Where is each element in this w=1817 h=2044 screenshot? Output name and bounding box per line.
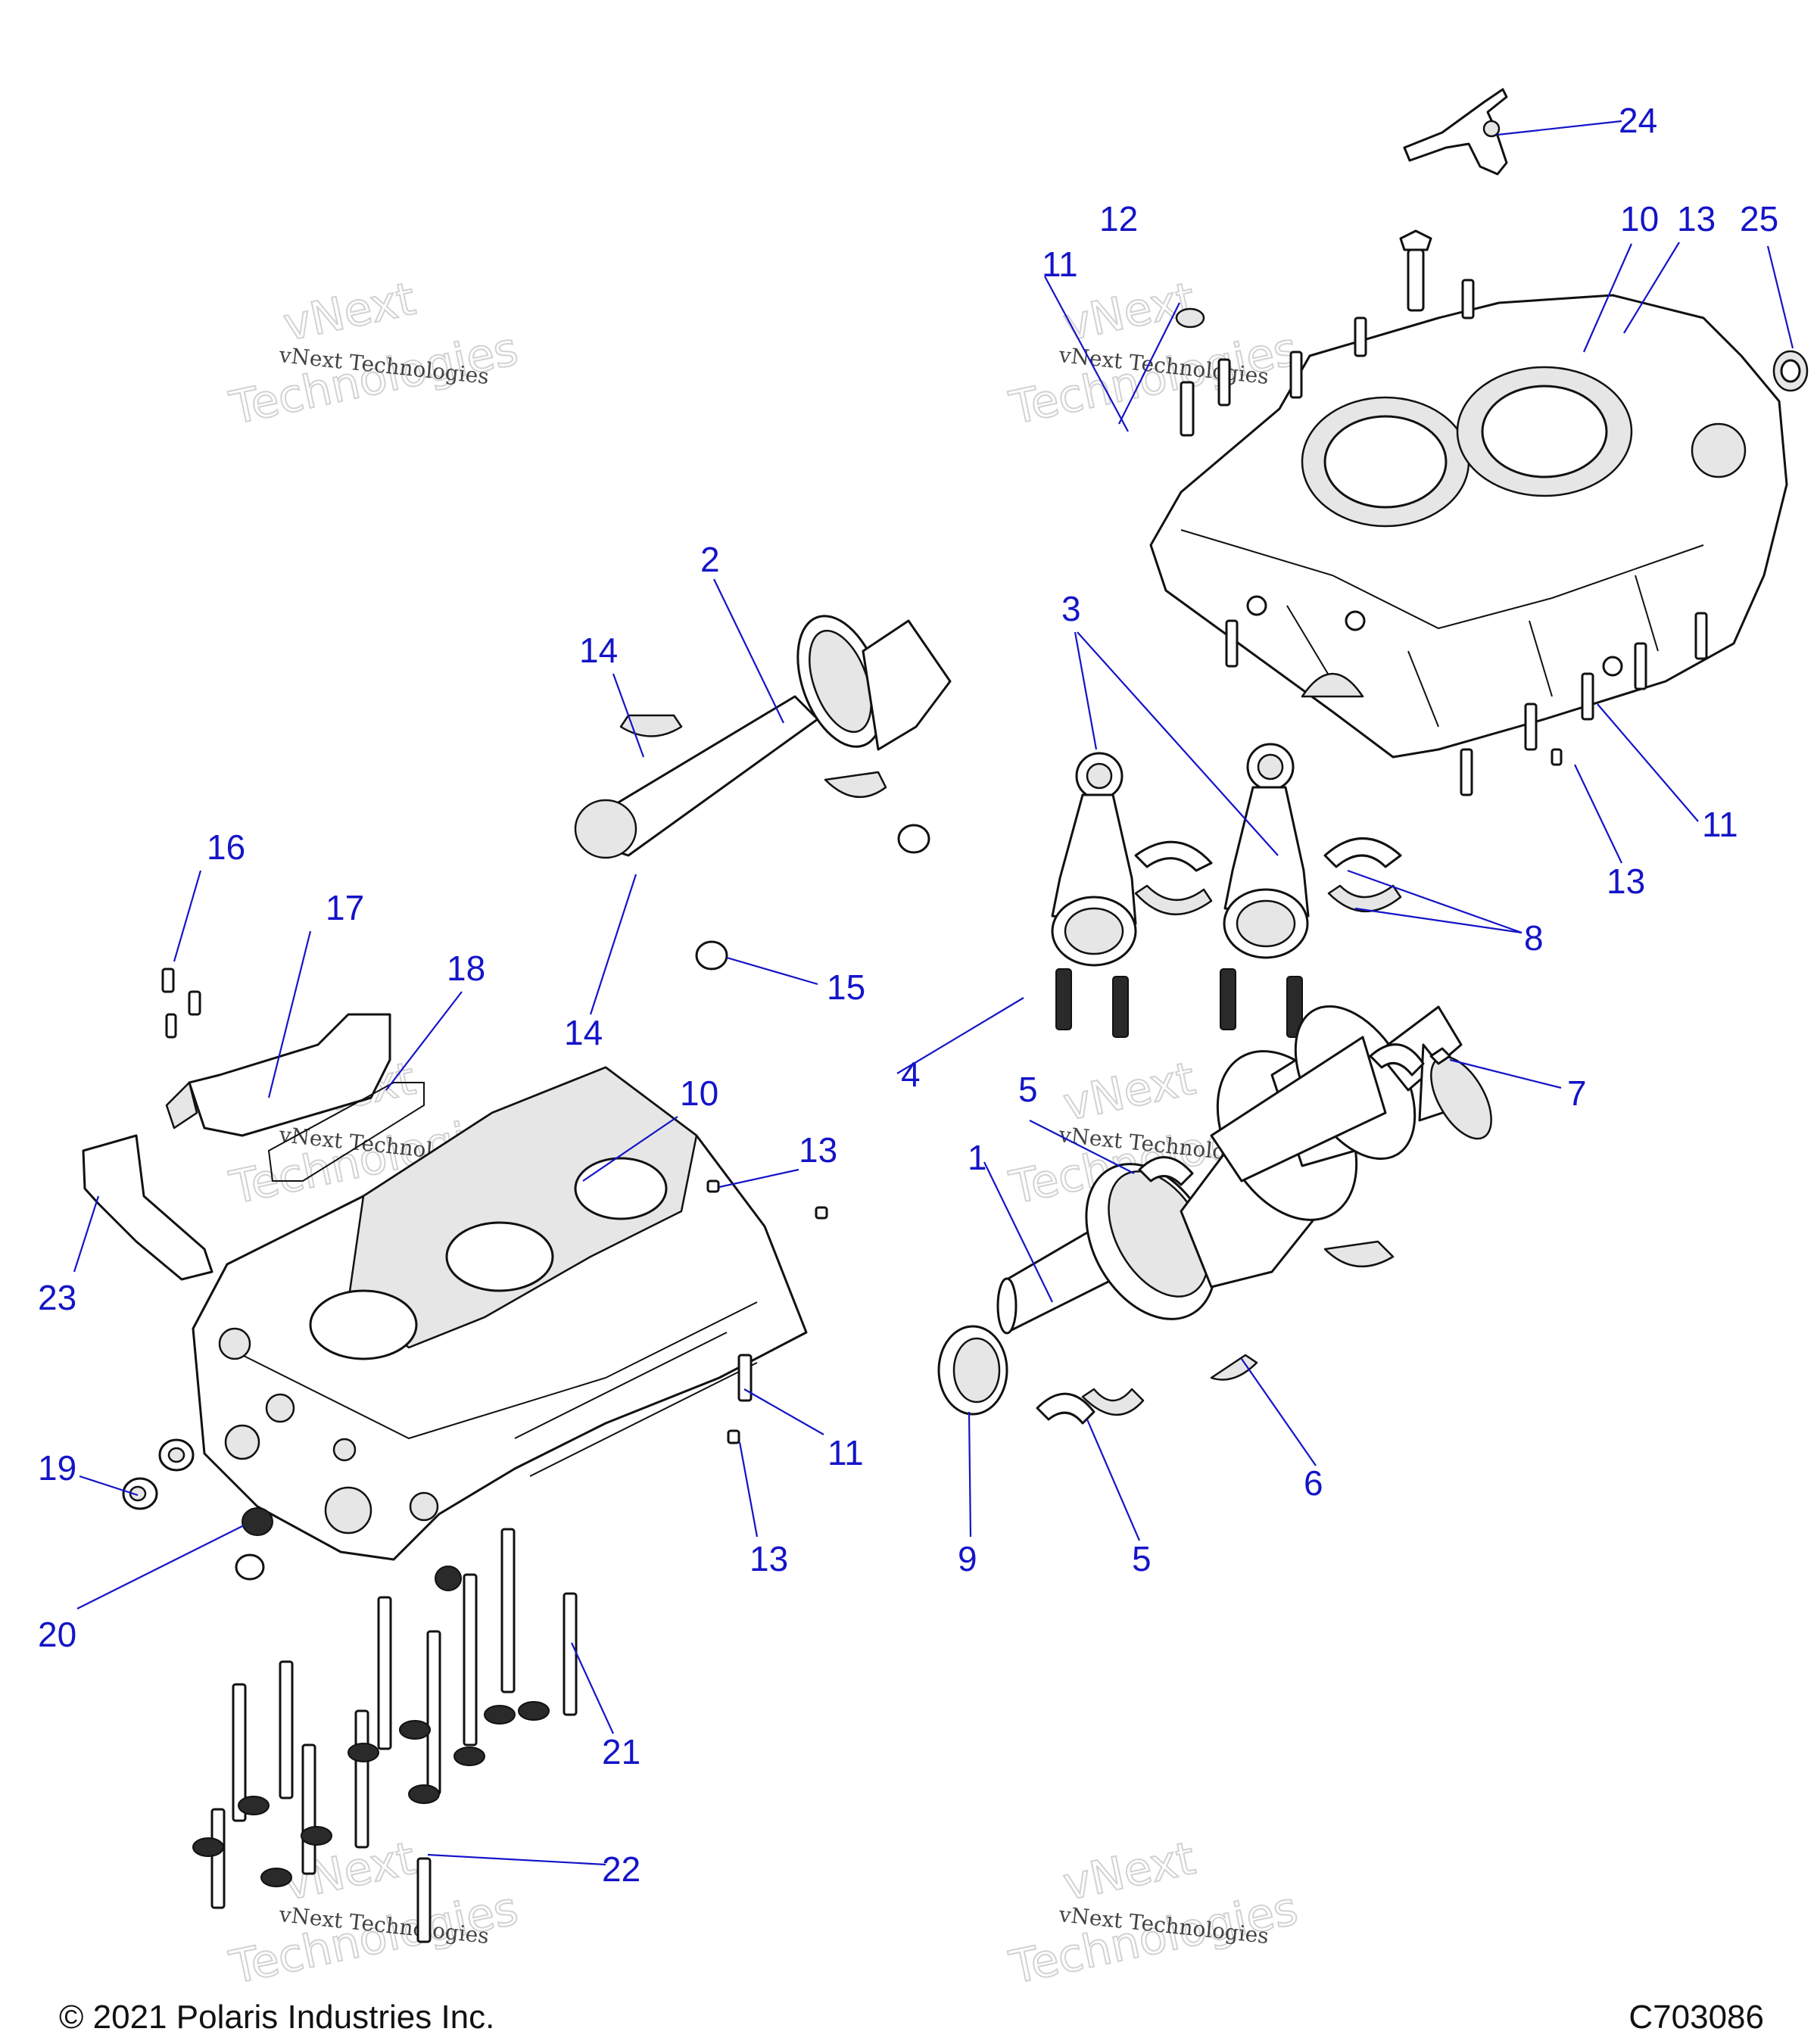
main-bearings-5 — [1036, 1043, 1425, 1425]
callout-5: 5 — [1018, 1070, 1038, 1109]
callout-10: 10 — [680, 1073, 718, 1113]
callout-13: 13 — [750, 1539, 788, 1578]
breather-cover-17 — [161, 967, 391, 1137]
callout-16: 16 — [207, 827, 245, 867]
callout-labels: 24 12 11 10 13 25 11 13 3 8 2 14 14 15 1… — [38, 101, 1778, 1889]
upper-case-bolts — [1175, 229, 1708, 796]
plug-25 — [1772, 350, 1809, 392]
callout-22: 22 — [602, 1849, 640, 1889]
callout-23: 23 — [38, 1278, 76, 1317]
callout-13: 13 — [799, 1130, 837, 1170]
callout-21: 21 — [602, 1732, 640, 1771]
rod-bearings-8 — [1134, 837, 1402, 915]
crankshaft — [996, 1005, 1492, 1381]
callout-12: 12 — [1099, 199, 1138, 238]
balance-shaft — [574, 615, 952, 859]
gasket-18 — [267, 1082, 425, 1182]
callout-13: 13 — [1677, 199, 1716, 238]
watermark-bottom-right: vNext Technologies vNext Technologies — [1005, 1831, 1304, 1996]
callout-10: 10 — [1620, 199, 1659, 238]
callout-5: 5 — [1132, 1539, 1152, 1578]
oil-jet-bracket — [1403, 88, 1508, 176]
lower-crankcase — [192, 1066, 808, 1561]
figure-code: C703086 — [1628, 1999, 1764, 2036]
callout-17: 17 — [326, 888, 364, 927]
svg-text:vNext: vNext — [1059, 1832, 1200, 1912]
watermark-bottom-left: vNext Technologies vNext Technologies — [225, 1831, 524, 1996]
callout-24: 24 — [1619, 101, 1657, 140]
callout-14: 14 — [579, 631, 618, 670]
callout-15: 15 — [827, 967, 865, 1007]
svg-text:vNext: vNext — [1059, 1052, 1200, 1132]
callout-2: 2 — [700, 540, 720, 579]
callout-13: 13 — [1607, 862, 1645, 901]
key-7 — [1429, 1047, 1451, 1065]
callout-4: 4 — [901, 1055, 921, 1094]
long-bolts-21 — [192, 1528, 578, 1943]
watermark-top-left: vNext Technologies vNext Technologies — [225, 272, 524, 436]
leader-lines — [73, 120, 1794, 1866]
oil-seal-9 — [937, 1325, 1008, 1416]
upper-crankcase — [1149, 294, 1788, 759]
callout-18: 18 — [447, 949, 485, 988]
callout-20: 20 — [38, 1615, 76, 1654]
dowels-15 — [695, 824, 930, 971]
connecting-rod-left — [1051, 752, 1137, 1038]
callout-3: 3 — [1061, 589, 1081, 628]
callout-11: 11 — [1042, 245, 1078, 284]
callout-14: 14 — [564, 1013, 603, 1052]
plugs-19-20 — [122, 1438, 462, 1591]
callout-8: 8 — [1524, 918, 1544, 958]
connecting-rod-right — [1220, 743, 1310, 1038]
oil-baffle-23 — [82, 1134, 213, 1281]
callout-19: 19 — [38, 1448, 76, 1488]
callout-6: 6 — [1304, 1463, 1323, 1503]
callout-9: 9 — [958, 1539, 977, 1578]
callout-11: 11 — [1702, 805, 1738, 844]
callout-25: 25 — [1740, 199, 1778, 238]
copyright-notice: © 2021 Polaris Industries Inc. — [59, 1999, 495, 2036]
callout-11: 11 — [827, 1433, 864, 1472]
svg-text:vNext: vNext — [279, 1832, 420, 1912]
lower-case-small-parts — [706, 1179, 828, 1444]
callout-7: 7 — [1567, 1073, 1587, 1113]
callout-1: 1 — [968, 1138, 987, 1177]
svg-text:vNext: vNext — [279, 273, 420, 352]
